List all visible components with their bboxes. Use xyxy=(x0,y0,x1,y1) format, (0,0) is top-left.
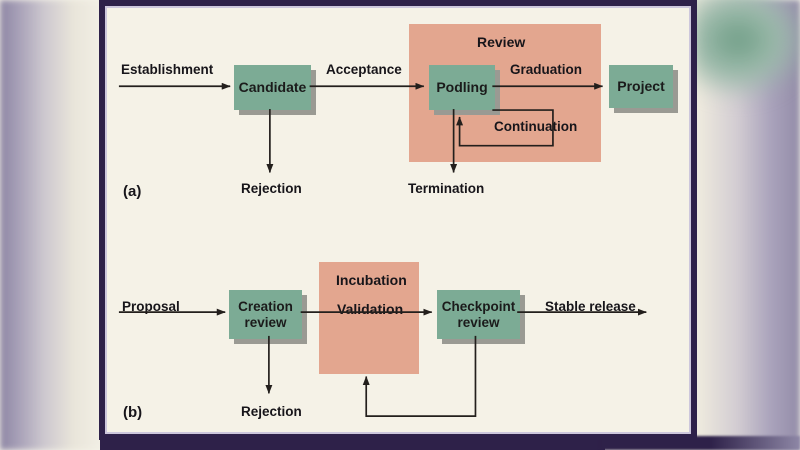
background-left-blur xyxy=(0,0,105,450)
box-candidate: Candidate xyxy=(234,65,311,110)
box-podling: Podling xyxy=(429,65,495,110)
edge-label-acceptance: Acceptance xyxy=(326,62,402,77)
validation-region-label: Validation xyxy=(337,301,404,317)
edge-label-continuation: Continuation xyxy=(492,119,580,134)
edge-label-establishment: Establishment xyxy=(121,62,214,77)
panel-a-id: (a) xyxy=(123,183,142,200)
background-green-blob xyxy=(690,0,800,100)
edge-label-graduation: Graduation xyxy=(510,62,583,77)
edge-label-stable-release: Stable release xyxy=(545,299,636,314)
panel-b-id: (b) xyxy=(123,404,143,421)
figure-frame: Review Candidate Podling Project Establi… xyxy=(99,0,697,440)
edge-label-rejection-b: Rejection xyxy=(241,404,302,419)
figure-canvas: Review Candidate Podling Project Establi… xyxy=(105,6,691,434)
box-project: Project xyxy=(609,65,673,108)
box-checkpoint-review-line2: review xyxy=(457,314,500,330)
box-creation-review-line2: review xyxy=(244,314,287,330)
edge-label-termination: Termination xyxy=(408,181,485,196)
box-creation-review: Creation review xyxy=(229,290,302,339)
edge-label-rejection-a: Rejection xyxy=(241,181,302,196)
background-bottom-bar xyxy=(100,440,605,450)
box-creation-review-line1: Creation xyxy=(238,299,293,315)
box-checkpoint-review: Checkpoint review xyxy=(437,290,520,339)
review-region-label: Review xyxy=(477,34,526,50)
edge-label-proposal: Proposal xyxy=(122,299,180,314)
figure-content: Review Candidate Podling Project Establi… xyxy=(107,8,689,432)
box-checkpoint-review-line1: Checkpoint xyxy=(441,299,516,315)
incubation-region-label: Incubation xyxy=(336,272,407,288)
